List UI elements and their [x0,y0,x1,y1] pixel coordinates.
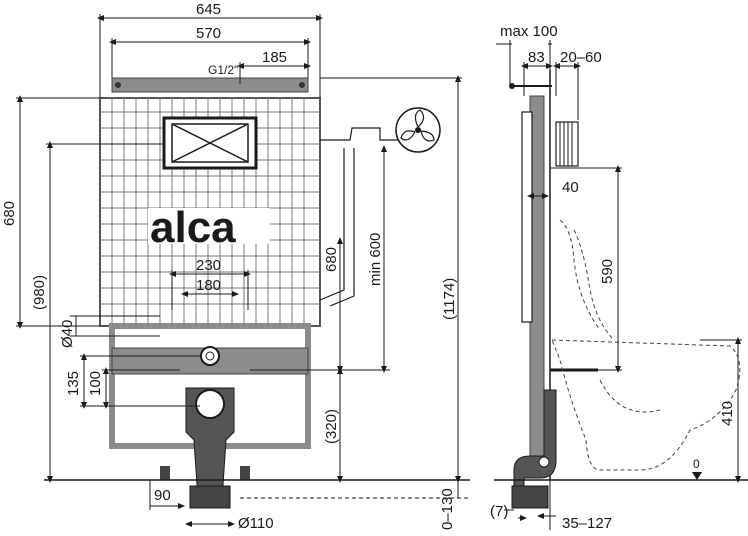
dim-inner-spacing: 180 [196,277,221,294]
floor-level-marker-icon [692,472,702,480]
dim-min-height: min 600 [367,233,384,286]
front-dimension-labels: 645 570 185 G1/2" 230 180 680 (980) Ø40 … [1,1,458,532]
dim-total-with-legs: (980) [31,275,48,310]
dim-bolt-spacing: 230 [196,257,221,274]
toilet-bowl-outline [551,339,741,471]
dim-max-depth: max 100 [500,23,558,40]
dim-range: 20–60 [560,49,602,66]
dim-height-410: 410 [719,401,736,426]
dim-leg-height: (320) [323,409,340,444]
dim-100: 100 [87,371,104,396]
hose-coil [555,121,579,167]
top-mounting-rail [111,77,309,93]
dim-connection-40: 40 [562,179,579,196]
dim-pipe-offset: (7) [490,503,508,520]
side-dimension-labels: max 100 83 20–60 40 590 410 (7) 35–127 0 [490,23,736,532]
front-view: alca [44,77,470,509]
dim-flush-height: 680 [323,247,340,272]
dim-depth-range: 35–127 [562,515,612,532]
dim-135: 135 [65,371,82,396]
dim-water-offset: 185 [262,49,287,66]
floor-marker-label: 0 [693,457,700,471]
brand-logo: alca [150,203,236,252]
connection-label: G1/2" [208,63,238,77]
dim-frame-width: 570 [196,25,221,42]
dim-overall-width: 645 [196,1,221,18]
dim-frame-height: 680 [1,201,18,226]
front-dimensions [16,14,470,527]
cistern-side [521,111,533,323]
dim-waste-pipe: Ø110 [238,515,274,532]
side-view [494,70,748,509]
side-dimensions [496,40,742,530]
dim-height-590: 590 [599,259,616,284]
drain-hose [320,127,398,141]
dim-waste-dia-small: Ø40 [59,320,76,348]
dim-offset-90: 90 [154,487,171,504]
dim-wall-offset: 83 [528,49,545,66]
dim-adjust-range: 0–130 [439,488,456,530]
dim-overall-height: (1174) [441,278,458,320]
